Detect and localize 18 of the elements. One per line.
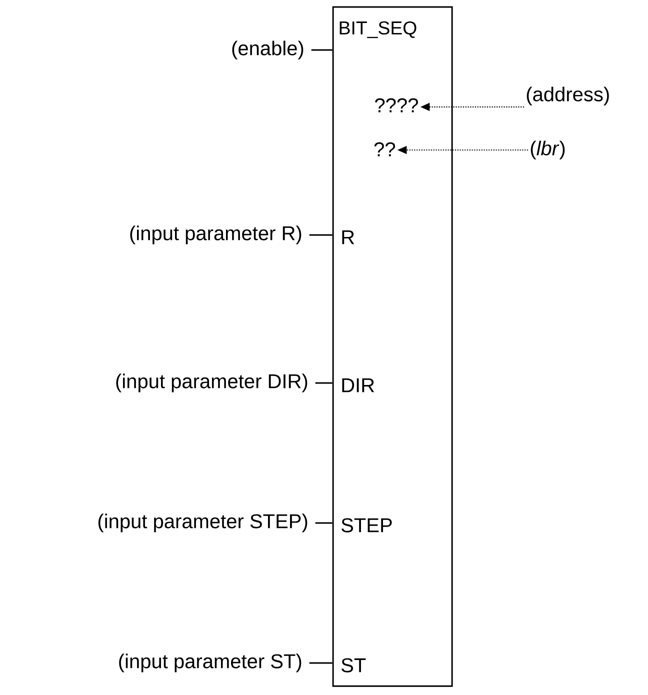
connector-line bbox=[311, 49, 332, 51]
pin-label: R bbox=[342, 230, 354, 244]
connector-line bbox=[309, 234, 332, 236]
input-label: (input parameter STEP) bbox=[98, 514, 308, 532]
input-label: (input parameter ST) bbox=[119, 654, 302, 672]
pin-label: ???? bbox=[375, 98, 418, 112]
pin-label: ?? bbox=[374, 142, 396, 156]
input-label: (address) bbox=[526, 86, 609, 106]
connector-line bbox=[315, 522, 332, 524]
connector-line bbox=[315, 382, 332, 384]
connector-line bbox=[309, 662, 332, 664]
pin-label: ST bbox=[341, 658, 366, 672]
pin-label: DIR bbox=[342, 378, 374, 392]
input-label: (enable) bbox=[232, 40, 304, 60]
input-label: (lbr) bbox=[530, 140, 565, 160]
input-label: (input parameter DIR) bbox=[116, 374, 308, 392]
input-label: (input parameter R) bbox=[130, 226, 302, 244]
pin-label: STEP bbox=[341, 518, 392, 532]
